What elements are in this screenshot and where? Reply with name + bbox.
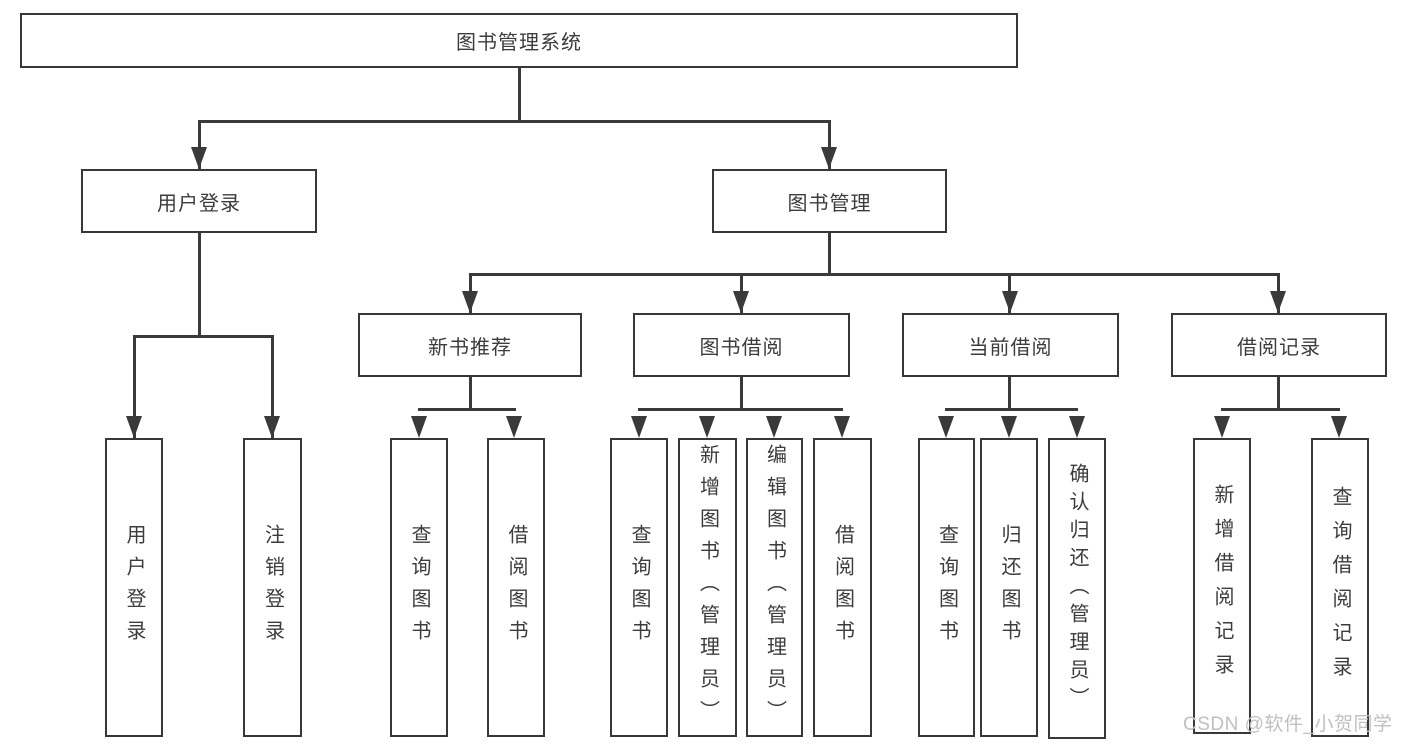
- node-return-books: 归还图书: [980, 438, 1038, 737]
- node-label: 图书借阅: [699, 336, 784, 359]
- node-query-books-2: 查询图书: [610, 438, 668, 737]
- node-label: 用户登录: [157, 192, 241, 215]
- node-book-management: 图书管理: [712, 169, 947, 233]
- watermark-text: CSDN @软件_小贺同学: [1183, 714, 1393, 735]
- node-label: 注销登录: [261, 523, 284, 652]
- node-logout: 注销登录: [243, 438, 302, 737]
- node-user-login-group: 用户登录: [81, 169, 317, 233]
- connector-line: [828, 233, 831, 273]
- connector-line: [828, 120, 831, 169]
- node-borrow-books-2: 借阅图书: [813, 438, 872, 737]
- node-label: 新增借阅记录: [1211, 484, 1233, 688]
- node-add-borrow-record: 新增借阅记录: [1193, 438, 1251, 734]
- arrowhead: [1002, 291, 1018, 313]
- node-user-login: 用户登录: [105, 438, 163, 737]
- arrowhead: [1214, 416, 1230, 438]
- connector-line: [638, 408, 843, 411]
- arrowhead: [1331, 416, 1347, 438]
- arrowhead: [126, 416, 142, 438]
- node-current-borrowing: 当前借阅: [902, 313, 1119, 377]
- connector-line: [1277, 377, 1280, 408]
- connector-line: [469, 273, 1280, 276]
- arrowhead: [191, 147, 207, 169]
- arrowhead: [834, 416, 850, 438]
- node-query-books-1: 查询图书: [390, 438, 448, 737]
- arrowhead: [699, 416, 715, 438]
- node-add-books-admin: 新增图书（管理员）: [678, 438, 737, 737]
- node-label: 新书推荐: [428, 336, 512, 359]
- connector-line: [133, 335, 136, 438]
- node-query-books-3: 查询图书: [918, 438, 975, 737]
- node-book-borrowing: 图书借阅: [633, 313, 850, 377]
- connector-line: [271, 335, 274, 438]
- connector-line: [198, 120, 201, 169]
- node-label: 编辑图书（管理员）: [763, 443, 786, 732]
- arrowhead: [938, 416, 954, 438]
- node-label: 借阅图书: [505, 523, 527, 652]
- arrowhead: [462, 291, 478, 313]
- arrowhead: [733, 291, 749, 313]
- arrowhead: [264, 416, 280, 438]
- node-confirm-return-admin: 确认归还（管理员）: [1048, 438, 1106, 739]
- connector-line: [133, 335, 274, 338]
- node-borrowing-records: 借阅记录: [1171, 313, 1387, 377]
- arrowhead: [1001, 416, 1017, 438]
- node-label: 查询图书: [935, 523, 958, 652]
- node-label: 借阅图书: [831, 523, 854, 652]
- connector-line: [469, 377, 472, 408]
- connector-line: [1008, 377, 1011, 408]
- connector-line: [198, 233, 201, 335]
- connector-line: [518, 68, 521, 122]
- node-label: 归还图书: [998, 523, 1020, 652]
- arrowhead: [1270, 291, 1286, 313]
- node-label: 用户登录: [123, 523, 145, 652]
- arrowhead: [411, 416, 427, 438]
- connector-line: [198, 120, 831, 123]
- arrowhead: [821, 147, 837, 169]
- node-label: 查询借阅记录: [1329, 485, 1351, 690]
- node-borrow-books-1: 借阅图书: [487, 438, 545, 737]
- node-label: 查询图书: [628, 523, 650, 652]
- node-label: 查询图书: [408, 523, 430, 652]
- node-label: 借阅记录: [1237, 336, 1321, 359]
- node-new-book-recommend: 新书推荐: [358, 313, 582, 377]
- connector-line: [1221, 408, 1340, 411]
- node-query-borrow-record: 查询借阅记录: [1311, 438, 1369, 737]
- connector-line: [945, 408, 1078, 411]
- connector-line: [740, 377, 743, 408]
- arrowhead: [1069, 416, 1085, 438]
- connector-line: [418, 408, 516, 411]
- node-root-label: 图书管理系统: [456, 32, 582, 54]
- arrowhead: [766, 416, 782, 438]
- node-label: 新增图书（管理员）: [696, 443, 719, 732]
- arrowhead: [631, 416, 647, 438]
- node-edit-books-admin: 编辑图书（管理员）: [746, 438, 803, 737]
- node-label: 图书管理: [787, 192, 872, 215]
- node-label: 当前借阅: [968, 336, 1053, 359]
- node-label: 确认归还（管理员）: [1066, 462, 1088, 715]
- node-root: 图书管理系统: [20, 13, 1018, 68]
- arrowhead: [506, 416, 522, 438]
